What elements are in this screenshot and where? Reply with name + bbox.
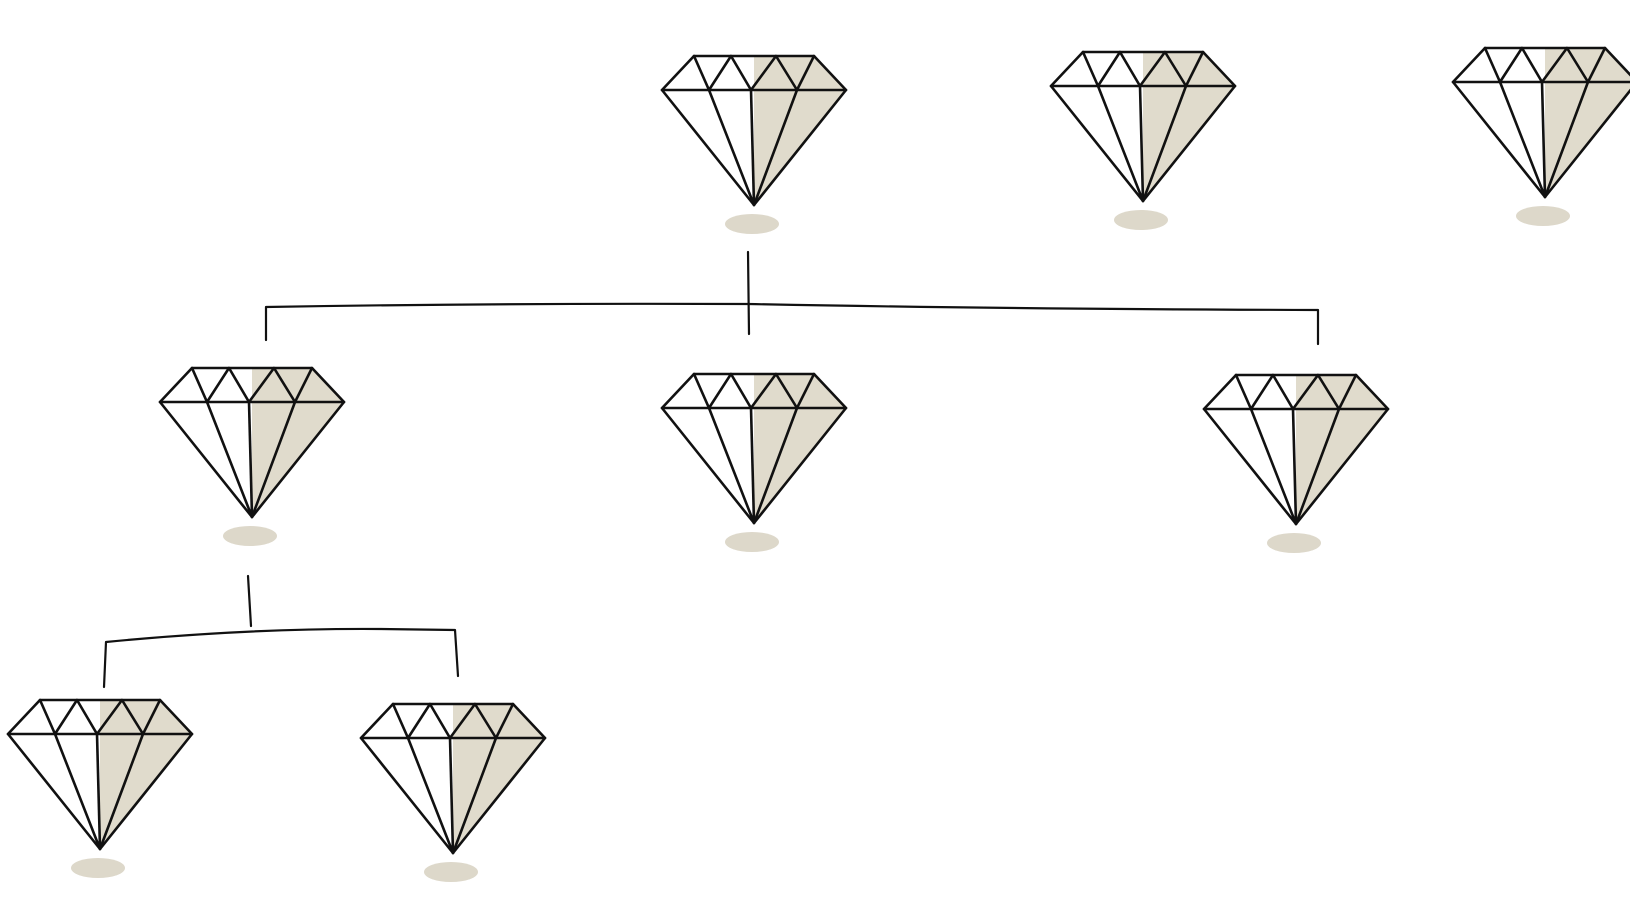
diamond-shape xyxy=(1051,52,1235,230)
diamond-icon xyxy=(160,368,344,546)
diamond-shape xyxy=(1453,48,1630,226)
connector-child1-to-grandchildren xyxy=(104,576,458,687)
diamond-shape xyxy=(662,56,846,234)
diamond-shape xyxy=(160,368,344,546)
diamond-icon xyxy=(1204,375,1388,553)
diamond-shape xyxy=(1204,375,1388,553)
diamond-icon xyxy=(662,56,846,234)
diamond-icon xyxy=(8,700,192,878)
diamond-shape xyxy=(361,704,545,882)
diamond-icon xyxy=(361,704,545,882)
diamond-shape xyxy=(662,374,846,552)
diamond-icon xyxy=(662,374,846,552)
connector-root-to-children xyxy=(266,252,1318,344)
diamond-icon xyxy=(1453,48,1630,226)
diamond-icon xyxy=(1051,52,1235,230)
diamond-shape xyxy=(8,700,192,878)
